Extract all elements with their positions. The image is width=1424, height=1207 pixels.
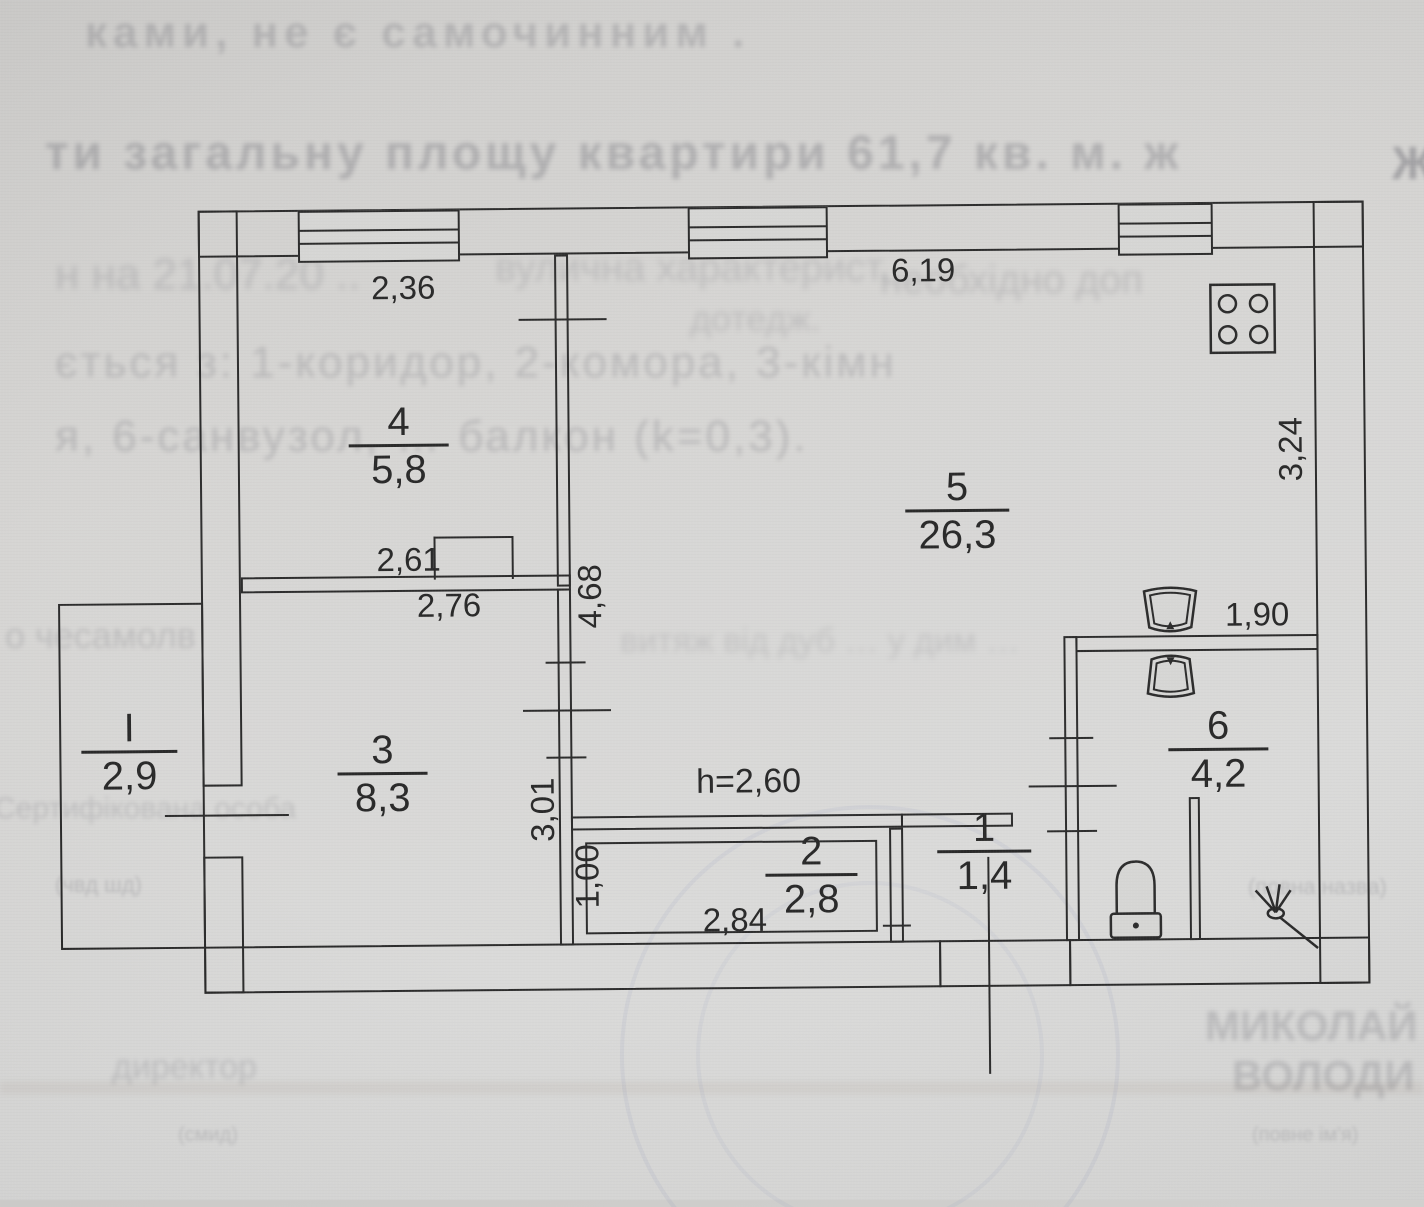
- window-icon: [297, 209, 461, 263]
- dim-wall-segment: 1,00: [568, 844, 606, 909]
- partition-room4-room5: [554, 254, 571, 587]
- room-area: 26,3: [918, 512, 997, 558]
- dim-room4-width: 2,61: [376, 540, 441, 579]
- fraction-line: [1168, 747, 1269, 752]
- room-area: 5,8: [370, 447, 427, 493]
- partition-room2-top: [570, 813, 904, 831]
- room-label-1: 1 1,4: [937, 805, 1032, 899]
- room-label-6: 6 4,2: [1168, 703, 1269, 797]
- dim-room5-left-wall: 4,68: [570, 564, 609, 629]
- door-tick: [518, 318, 607, 321]
- fraction-line: [937, 849, 1032, 854]
- room-area: 1,4: [956, 853, 1013, 899]
- room-label-2: 2 2,8: [765, 829, 858, 922]
- room-number: 1: [972, 805, 996, 850]
- fraction-line: [765, 872, 858, 877]
- room-number: I: [123, 706, 135, 751]
- duct-notch: [433, 535, 514, 580]
- dim-room3-depth: 3,01: [523, 777, 562, 843]
- window-icon: [687, 206, 829, 260]
- room-number: 5: [945, 465, 969, 510]
- room-number: 2: [799, 829, 823, 874]
- dim-room2-width: 2,84: [702, 900, 768, 939]
- fraction-line: [337, 771, 428, 776]
- fraction-line: [348, 443, 449, 448]
- window-icon: [1117, 202, 1214, 256]
- room-area: 2,9: [101, 754, 158, 799]
- room-area: 2,8: [783, 877, 840, 922]
- paper-crease: [0, 1082, 1424, 1094]
- balcony-door-tick: [164, 813, 289, 818]
- exterior-wall-right: [1312, 200, 1371, 984]
- room-area: 8,3: [354, 775, 411, 821]
- stove-icon: [1209, 283, 1277, 355]
- room-label-3: 3 8,3: [337, 728, 428, 821]
- exterior-wall-left-upper: [197, 210, 243, 787]
- door-tick: [1028, 784, 1117, 788]
- door-tick: [882, 924, 911, 927]
- kitchen-sink-icon: [1142, 586, 1198, 633]
- room-label-4: 4 5,8: [348, 399, 449, 493]
- entrance-threshold: [939, 939, 1072, 988]
- door-tick: [545, 661, 586, 664]
- partition-room6-left: [1063, 636, 1081, 942]
- dim-room3-width: 2,76: [416, 586, 482, 624]
- bathroom-screen: [1188, 796, 1202, 941]
- room-number: 3: [371, 728, 394, 773]
- dim-room5-right: 3,24: [1271, 416, 1310, 482]
- fraction-line: [81, 749, 178, 754]
- bathroom-sink-icon: [1146, 654, 1196, 698]
- dim-room5-window: 6,19: [890, 251, 956, 289]
- toilet-icon: [1109, 860, 1163, 940]
- room-label-5: 5 26,3: [905, 465, 1010, 558]
- partition-room6-top: [1075, 633, 1319, 653]
- shower-icon: [1254, 884, 1319, 949]
- room-number: 6: [1206, 703, 1230, 748]
- exterior-wall-bottom-left: [204, 940, 942, 994]
- door-tick: [522, 709, 612, 712]
- dim-room4-window: 2,36: [371, 268, 436, 307]
- dim-room6-width: 1,90: [1224, 595, 1290, 633]
- room-number: 4: [387, 399, 410, 445]
- door-tick: [1049, 736, 1094, 740]
- dim-ceiling-height: h=2,60: [695, 761, 802, 801]
- door-tick: [1047, 829, 1098, 833]
- room-area: 4,2: [1190, 751, 1247, 797]
- door-tick: [546, 756, 587, 759]
- room-label-balcony: I 2,9: [81, 706, 178, 799]
